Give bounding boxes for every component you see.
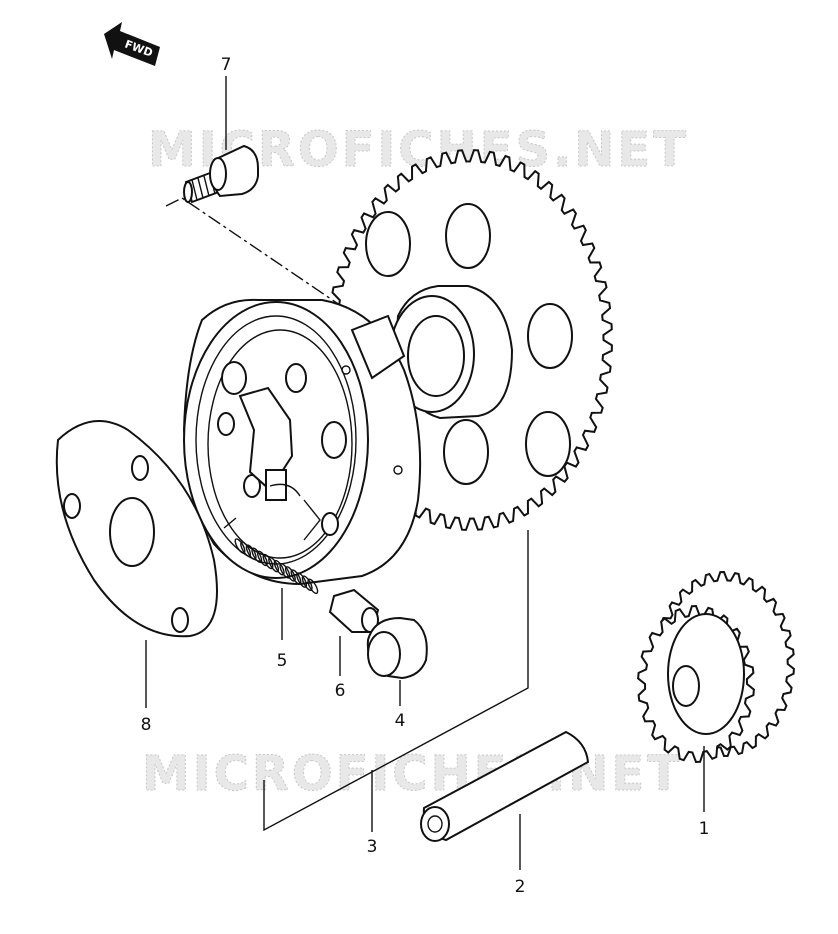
part-3-clutch-housing [182, 298, 422, 586]
forward-arrow-icon: FWD [104, 22, 160, 66]
part-6-roller [328, 588, 380, 633]
callout-5: 5 [277, 651, 288, 671]
part-1-idle-gear [637, 570, 795, 764]
spring-coil [307, 578, 319, 595]
part-5-spring [234, 538, 319, 595]
leader-lines [145, 76, 705, 870]
part-7-bolt [183, 144, 259, 204]
callout-6: 6 [335, 681, 346, 701]
callout-8: 8 [141, 715, 152, 735]
callout-7: 7 [221, 55, 232, 75]
callout-2: 2 [515, 877, 526, 897]
callout-3: 3 [367, 837, 378, 857]
part-8-cover-plate [55, 420, 218, 638]
callout-1: 1 [699, 819, 710, 839]
watermark-bottom: MICROFICHES.NET [142, 746, 683, 802]
callout-4: 4 [395, 711, 406, 731]
part-4-roller [366, 616, 428, 680]
callouts: 7 1 2 3 4 5 6 8 [141, 55, 710, 897]
part-shaft [420, 730, 590, 842]
